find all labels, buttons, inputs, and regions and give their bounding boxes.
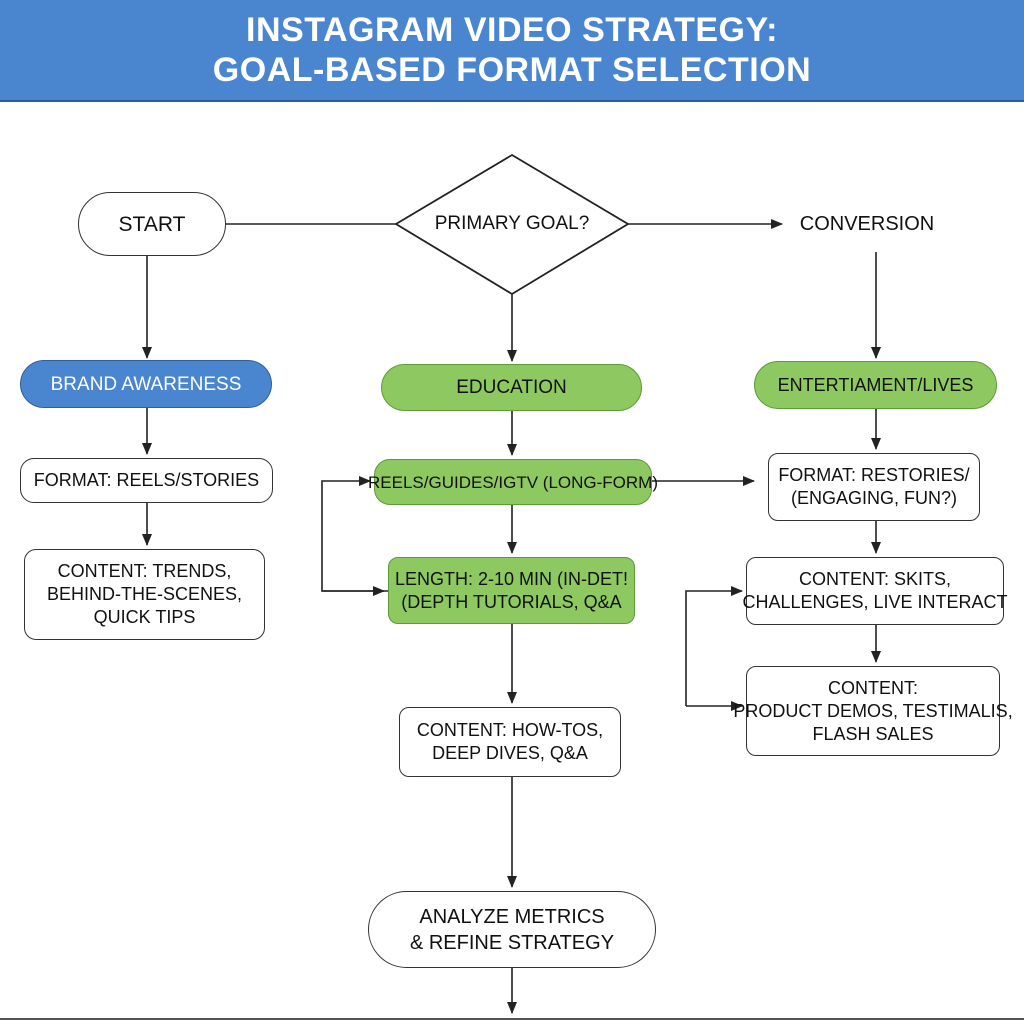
format-restories-line-1: FORMAT: RESTORIES/ — [778, 465, 970, 485]
format-reels-stories-label: FORMAT: REELS/STORIES — [33, 470, 260, 490]
bottom-divider — [0, 1018, 1024, 1020]
format-restories-node: FORMAT: RESTORIES/ (ENGAGING, FUN?) — [768, 453, 980, 521]
content-product-line-3: FLASH SALES — [812, 723, 934, 744]
content-product-line-1: CONTENT: — [828, 677, 918, 698]
content-trends-line-1: CONTENT: TRENDS, — [57, 561, 232, 581]
format-reels-stories-node: FORMAT: REELS/STORIES — [20, 458, 273, 503]
entertainment-label: ENTERTIAMENT/LIVES — [777, 374, 974, 395]
content-skits-node: CONTENT: SKITS, CHALLENGES, LIVE INTERAC… — [742, 557, 1008, 625]
education-node: EDUCATION — [381, 364, 642, 411]
length-line-2: (DEPTH TUTORIALS, Q&A — [401, 591, 622, 612]
reels-guides-igtv-node: REELS/GUIDES/IGTV (LONG-FORM) — [368, 459, 658, 505]
length-node: LENGTH: 2-10 MIN (IN-DET! (DEPTH TUTORIA… — [388, 557, 635, 624]
content-product-line-2: PRODUCT DEMOS, TESTIMALIS, — [733, 700, 1013, 721]
analyze-line-2: & REFINE STRATEGY — [409, 931, 615, 954]
entertainment-node: ENTERTIAMENT/LIVES — [754, 361, 997, 409]
title-line-2: GOAL-BASED FORMAT SELECTION — [212, 51, 812, 89]
content-trends-line-2: BEHIND-THE-SCENES, — [46, 584, 243, 604]
length-line-1: LENGTH: 2-10 MIN (IN-DET! — [394, 568, 629, 589]
content-skits-line-2: CHALLENGES, LIVE INTERACT — [742, 592, 1008, 612]
content-howtos-node: CONTENT: HOW-TOS, DEEP DIVES, Q&A — [399, 707, 621, 777]
brand-awareness-label: BRAND AWARENESS — [50, 373, 242, 395]
content-product-node: CONTENT: PRODUCT DEMOS, TESTIMALIS, FLAS… — [733, 666, 1013, 756]
decision-label: PRIMARY GOAL? — [412, 206, 612, 242]
content-howtos-line-2: DEEP DIVES, Q&A — [432, 743, 588, 763]
brand-awareness-node: BRAND AWARENESS — [20, 360, 272, 408]
format-restories-line-2: (ENGAGING, FUN?) — [790, 488, 957, 508]
analyze-node: ANALYZE METRICS & REFINE STRATEGY — [368, 891, 656, 968]
primary-goal-label: PRIMARY GOAL? — [434, 213, 590, 234]
education-label: EDUCATION — [456, 377, 567, 398]
content-trends-line-3: QUICK TIPS — [93, 607, 196, 627]
analyze-line-1: ANALYZE METRICS — [419, 905, 605, 928]
content-skits-line-1: CONTENT: SKITS, — [798, 569, 951, 589]
conversion-node: CONVERSION — [786, 206, 948, 242]
start-node: START — [78, 192, 226, 256]
title-banner: INSTAGRAM VIDEO STRATEGY: GOAL-BASED FOR… — [0, 0, 1024, 102]
start-label: START — [118, 212, 186, 236]
edge-right-loop — [685, 586, 743, 706]
reels-guides-igtv-label: REELS/GUIDES/IGTV (LONG-FORM) — [368, 472, 658, 492]
conversion-label: CONVERSION — [799, 212, 935, 235]
content-trends-node: CONTENT: TRENDS, BEHIND-THE-SCENES, QUIC… — [24, 549, 265, 640]
content-howtos-line-1: CONTENT: HOW-TOS, — [416, 720, 604, 740]
title-line-1: INSTAGRAM VIDEO STRATEGY: — [246, 11, 778, 49]
